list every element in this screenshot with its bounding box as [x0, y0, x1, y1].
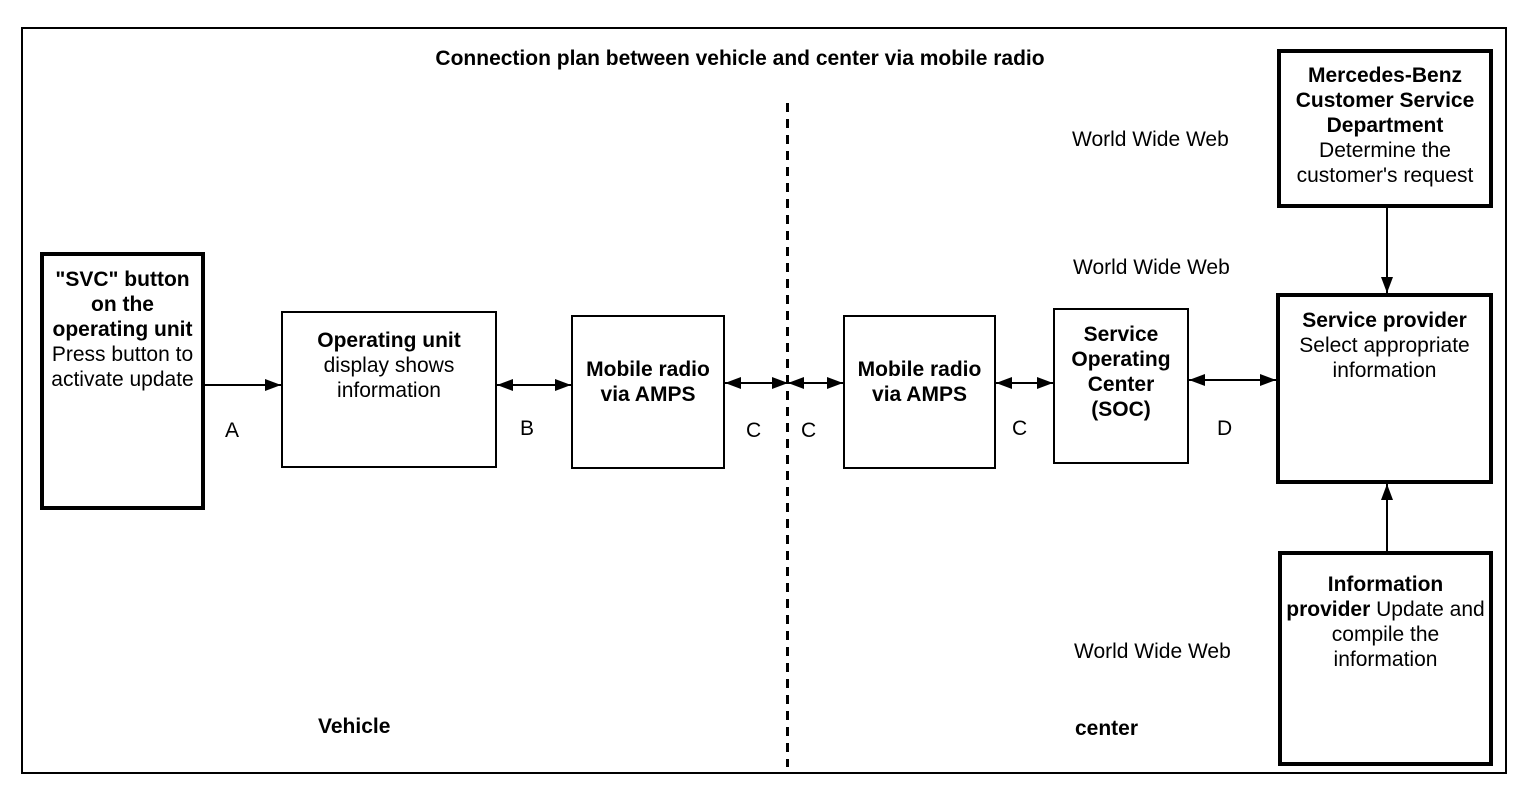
box-text-line: via AMPS	[600, 383, 696, 406]
service-provider-box: Service provider Select appropriate info…	[1276, 293, 1493, 484]
connection-label-c-vehicle: C	[746, 419, 762, 442]
arrow-b-head-left	[497, 379, 513, 391]
arrow-down-head	[1381, 277, 1393, 293]
vehicle-center-divider-dashed-line	[786, 103, 789, 767]
box-text-line: information	[337, 379, 441, 402]
box-text-line: Operating	[1071, 348, 1171, 371]
box-text-line: display shows	[323, 354, 455, 377]
connection-label-a: A	[225, 419, 240, 442]
arrow-a-shaft	[205, 384, 281, 386]
arrow-c-soc-head-right	[1037, 377, 1053, 389]
box-text-line: information	[1333, 648, 1438, 671]
arrow-c-vehicle-head-right	[772, 377, 788, 389]
www-label-top: World Wide Web	[1072, 128, 1229, 151]
mobile-radio-center-box: Mobile radio via AMPS	[843, 315, 996, 469]
outer-frame	[21, 27, 1507, 774]
box-text-line: provider Update and	[1282, 597, 1489, 622]
arrow-up-shaft	[1386, 484, 1388, 551]
box-text-line: Mercedes-Benz	[1307, 64, 1463, 87]
www-label-bottom: World Wide Web	[1074, 640, 1231, 663]
box-text-line: (SOC)	[1091, 398, 1151, 421]
mercedes-benz-customer-service-box: Mercedes-Benz Customer Service Departmen…	[1277, 49, 1493, 208]
box-text-rest: Update and	[1370, 598, 1485, 621]
arrow-c-soc-shaft	[996, 382, 1053, 384]
arrow-c-center-head-left	[788, 377, 804, 389]
zone-label-center: center	[1075, 717, 1139, 740]
arrow-d-head-left	[1189, 374, 1205, 386]
box-text-line: Operating unit	[317, 329, 461, 352]
operating-unit-box: Operating unit display shows information	[281, 311, 497, 468]
box-text-line: compile the	[1331, 623, 1440, 646]
zone-label-vehicle: Vehicle	[318, 715, 391, 738]
svc-button-box: "SVC" button on the operating unit Press…	[40, 252, 205, 510]
box-text-line: via AMPS	[872, 383, 967, 406]
box-text-line: Center	[1087, 373, 1155, 396]
box-text-line: Information	[1327, 573, 1444, 596]
box-text-line: Press button to	[51, 343, 194, 366]
box-text-bold-part: provider	[1286, 598, 1371, 621]
box-text-line: activate update	[51, 368, 194, 391]
arrow-c-vehicle-shaft	[725, 382, 788, 384]
arrow-d-head-right	[1260, 374, 1276, 386]
diagram-title: Connection plan between vehicle and cent…	[435, 47, 1045, 70]
box-text-line: Service	[1083, 323, 1159, 346]
arrow-c-center-head-right	[827, 377, 843, 389]
box-text-line: Service provider	[1302, 309, 1467, 332]
box-text-line: Customer Service	[1295, 89, 1475, 112]
arrow-c-vehicle-head-left	[725, 377, 741, 389]
box-text-line: information	[1332, 359, 1437, 382]
service-operating-center-box: Service Operating Center (SOC)	[1053, 308, 1189, 464]
arrow-c-center-shaft	[788, 382, 843, 384]
www-label-middle: World Wide Web	[1073, 256, 1230, 279]
information-provider-box: Information provider Update and compile …	[1278, 551, 1493, 766]
arrow-up-head	[1381, 484, 1393, 500]
box-text-line: Mobile radio	[857, 358, 982, 381]
arrow-d-shaft	[1189, 379, 1276, 381]
box-text-line: Select appropriate	[1299, 334, 1470, 357]
mobile-radio-vehicle-box: Mobile radio via AMPS	[571, 315, 725, 469]
connection-label-c-center-right: C	[1012, 417, 1028, 440]
box-text-line: Mobile radio	[586, 358, 710, 381]
arrow-c-soc-head-left	[996, 377, 1012, 389]
arrow-b-shaft	[497, 384, 571, 386]
arrow-down-shaft	[1386, 208, 1388, 293]
box-text-line: Determine the	[1319, 139, 1451, 162]
arrow-a-head-right	[265, 379, 281, 391]
box-text-line: "SVC" button	[55, 268, 190, 291]
box-text-line: operating unit	[52, 318, 193, 341]
connection-label-b: B	[520, 417, 535, 440]
connection-label-c-center-left: C	[801, 419, 817, 442]
connection-label-d: D	[1217, 417, 1233, 440]
box-text-line: Department	[1326, 114, 1444, 137]
box-text-line: customer's request	[1296, 164, 1474, 187]
arrow-b-head-right	[555, 379, 571, 391]
box-text-line: on the	[91, 293, 154, 316]
